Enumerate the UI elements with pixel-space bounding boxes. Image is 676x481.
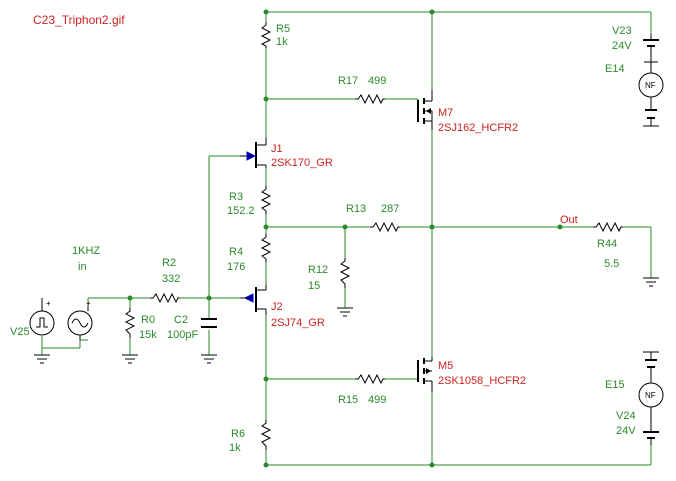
diagram-title: C23_Triphon2.gif xyxy=(33,13,125,27)
v23-value: 24V xyxy=(612,40,632,52)
j1-model: 2SK170_GR xyxy=(271,157,333,169)
resistor-r44 xyxy=(593,221,623,233)
junction-dots xyxy=(127,9,563,468)
ground-symbols xyxy=(34,125,659,364)
resistor-r0 xyxy=(124,308,136,338)
resistor-r12 xyxy=(339,258,351,288)
resistor-r15 xyxy=(355,373,385,385)
r4-value: 176 xyxy=(227,261,245,273)
c2-value: 100pF xyxy=(167,329,198,341)
r6-name: R6 xyxy=(231,428,245,440)
e14-symbol: NF xyxy=(645,81,656,90)
r3-name: R3 xyxy=(229,191,243,203)
ac-source: + xyxy=(67,299,93,340)
resistor-r5 xyxy=(260,22,272,48)
noise-source-e15: NF xyxy=(638,352,664,415)
r6-value: 1k xyxy=(229,442,241,454)
r4-name: R4 xyxy=(229,246,243,258)
m5-name: M5 xyxy=(438,360,453,372)
r17-name: R17 xyxy=(338,75,358,87)
r5-value: 1k xyxy=(276,36,288,48)
m7-model: 2SJ162_HCFR2 xyxy=(438,122,518,134)
r2-name: R2 xyxy=(162,257,176,269)
source-frequency: 1KHZ xyxy=(72,245,100,257)
r13-value: 287 xyxy=(381,203,399,215)
jfet-j1 xyxy=(240,138,267,168)
m7-name: M7 xyxy=(438,107,453,119)
source-name: in xyxy=(78,261,87,273)
r12-value: 15 xyxy=(308,280,320,292)
output-label: Out xyxy=(560,214,578,226)
battery-v24 xyxy=(643,415,659,445)
v23-name: V23 xyxy=(612,25,632,37)
capacitor-c2 xyxy=(201,318,217,328)
v24-value: 24V xyxy=(616,425,636,437)
jfet-j2 xyxy=(240,285,267,315)
svg-text:+: + xyxy=(46,299,51,308)
c2-name: C2 xyxy=(174,314,188,326)
j2-name: J2 xyxy=(271,301,283,313)
e15-symbol: NF xyxy=(645,391,656,400)
mosfet-m7 xyxy=(417,90,433,130)
resistor-r13 xyxy=(370,221,400,233)
resistor-r3 xyxy=(260,186,272,214)
r0-name: R0 xyxy=(141,314,155,326)
resistor-r4 xyxy=(260,234,272,262)
r15-value: 499 xyxy=(368,394,386,406)
j2-model: 2SJ74_GR xyxy=(271,317,325,329)
r17-value: 499 xyxy=(368,75,386,87)
r3-value: 152.2 xyxy=(227,205,255,217)
r12-name: R12 xyxy=(308,264,328,276)
noise-source-e14: NF xyxy=(638,68,664,126)
v24-name: V24 xyxy=(616,410,636,422)
r13-name: R13 xyxy=(346,203,366,215)
e15-name: E15 xyxy=(605,379,625,391)
r2-value: 332 xyxy=(162,273,180,285)
r15-name: R15 xyxy=(338,394,358,406)
r44-name: R44 xyxy=(597,238,617,250)
resistor-r2 xyxy=(150,292,180,304)
r5-name: R5 xyxy=(276,23,290,35)
resistor-r17 xyxy=(355,93,385,105)
v25-name: V25 xyxy=(10,326,30,338)
r44-value: 5.5 xyxy=(604,258,619,270)
j1-name: J1 xyxy=(271,143,283,155)
battery-v23 xyxy=(643,34,659,68)
svg-text:+: + xyxy=(86,299,91,308)
pulse-source-v25: + xyxy=(29,298,55,336)
r0-value: 15k xyxy=(139,329,157,341)
resistor-r6 xyxy=(260,420,272,450)
e14-name: E14 xyxy=(605,63,625,75)
mosfet-m5 xyxy=(417,357,433,392)
m5-model: 2SK1058_HCFR2 xyxy=(438,375,526,387)
